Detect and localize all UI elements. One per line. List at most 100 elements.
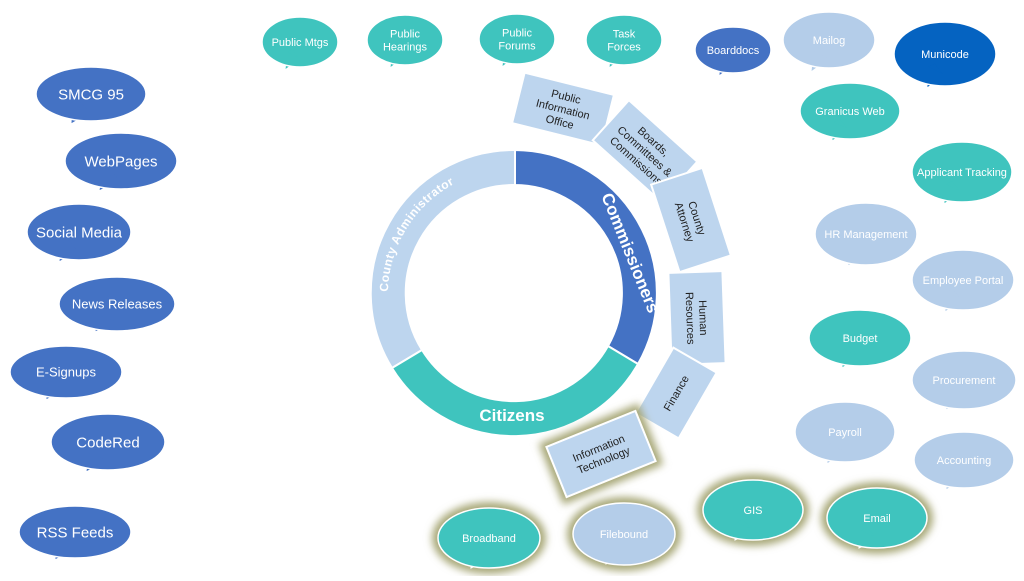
right-bubble-hr-management[interactable]: HR Management <box>814 202 918 267</box>
bubble-tail-seam <box>472 547 487 557</box>
right-bubble-procurement[interactable]: Procurement <box>911 350 1017 411</box>
bubble-tail-seam <box>813 48 827 58</box>
bubble-body <box>64 132 178 190</box>
bubble-label: Public <box>502 27 532 39</box>
bubble-body <box>911 141 1013 203</box>
bubble-body <box>702 479 804 541</box>
bubble-label: Broadband <box>462 533 516 545</box>
inner-ring: County Administrator Commissioners Citiz… <box>369 148 663 438</box>
right-bubble-granicus-web[interactable]: Granicus Web <box>799 82 901 142</box>
right-bubble-budget[interactable]: Budget <box>808 309 912 369</box>
right-bubble-employee-portal[interactable]: Employee Portal <box>911 249 1015 313</box>
bubble-label: Procurement <box>933 375 996 387</box>
right-bubble-applicant-tracking[interactable]: Applicant Tracking <box>911 141 1013 205</box>
bubble-label: Municode <box>921 49 969 61</box>
bubble-tail-seam <box>945 181 960 191</box>
bubble-tail-seam <box>287 49 299 58</box>
bubble-label: Granicus Web <box>815 106 885 118</box>
bubble-label: Budget <box>843 333 878 345</box>
left-bubble-news-releases[interactable]: News Releases <box>58 276 176 333</box>
bottom-bubble-group: Broadband Filebound GIS Email <box>432 474 933 574</box>
bubble-label: SMCG 95 <box>58 86 124 103</box>
bubble-tail-seam <box>928 63 943 74</box>
department-segment-finance[interactable]: Finance <box>633 346 719 440</box>
left-bubble-e-signups[interactable]: E-Signups <box>9 345 123 401</box>
segment-box <box>545 409 657 499</box>
bubble-label: CodeRed <box>76 434 139 451</box>
bubble-body <box>794 401 896 463</box>
top-bubble-mailog[interactable]: Mailog <box>782 11 876 74</box>
bubble-label: HR Management <box>824 229 907 241</box>
bottom-bubble-broadband[interactable]: Broadband <box>432 502 546 574</box>
bottom-bubble-gis[interactable]: GIS <box>697 474 809 546</box>
bubble-tail-seam <box>89 450 106 460</box>
bubble-tail-seam <box>946 289 961 299</box>
ring-segment-citizens[interactable] <box>390 344 640 438</box>
bubble-label: Forums <box>498 40 536 52</box>
bubble-label: Boarddocs <box>707 45 760 57</box>
bubble-label: Hearings <box>383 41 428 53</box>
bubble-tail-seam <box>97 312 115 321</box>
bubble-label: Forces <box>607 41 641 53</box>
segment-box <box>649 166 733 274</box>
left-bubble-rss-feeds[interactable]: RSS Feeds <box>18 505 132 561</box>
bubble-tail-seam <box>611 47 623 56</box>
bubble-tail-seam <box>946 388 962 398</box>
top-bubble-group: Public MtgsPublicHearingsPublicForumsTas… <box>261 11 997 89</box>
bubble-body <box>913 431 1015 489</box>
bubble-body <box>18 505 132 559</box>
bubble-label: News Releases <box>72 297 163 312</box>
bubble-label: Email <box>863 513 891 525</box>
right-bubble-accounting[interactable]: Accounting <box>913 431 1015 491</box>
bubble-body <box>585 14 663 66</box>
left-bubble-social-media[interactable]: Social Media <box>26 203 132 263</box>
bottom-bubble-filebound[interactable]: Filebound <box>567 497 681 571</box>
bubble-body <box>26 203 132 261</box>
bubble-body <box>35 66 147 122</box>
citizens-label: Citizens <box>479 406 544 425</box>
bubble-body <box>58 276 176 332</box>
top-bubble-municode[interactable]: Municode <box>893 21 997 89</box>
right-bubble-payroll[interactable]: Payroll <box>794 401 896 465</box>
bubble-body <box>814 202 918 266</box>
bubble-label: Filebound <box>600 529 648 541</box>
top-bubble-public-mtgs[interactable]: Public Mtgs <box>261 16 339 72</box>
bottom-bubble-email[interactable]: Email <box>821 482 933 554</box>
segment-box <box>510 71 616 147</box>
bubble-label: WebPages <box>84 153 157 170</box>
bubble-tail-seam <box>504 46 516 55</box>
bubble-body <box>572 502 676 566</box>
bubble-tail-seam <box>849 243 864 254</box>
bubble-body <box>694 26 772 74</box>
bubble-body <box>911 249 1015 311</box>
bubble-body <box>50 413 166 471</box>
bubble-tail-seam <box>102 169 119 179</box>
bubble-label: Employee Portal <box>923 275 1004 287</box>
department-ring: PublicInformationOfficeBoards,Committees… <box>510 71 733 505</box>
left-bubble-codered[interactable]: CodeRed <box>50 413 166 473</box>
bubble-label: Public Mtgs <box>272 37 329 49</box>
bubble-label: Mailog <box>813 35 845 47</box>
bubble-body <box>437 507 541 569</box>
bubble-label: Task <box>613 28 636 40</box>
bubble-label: RSS Feeds <box>37 524 114 541</box>
top-bubble-boarddocs[interactable]: Boarddocs <box>694 26 772 78</box>
bubble-tail-seam <box>720 56 732 65</box>
bubble-tail-seam <box>860 527 875 537</box>
bubble-body <box>782 11 876 69</box>
bubble-tail-seam <box>72 102 89 111</box>
left-bubble-smcg-95[interactable]: SMCG 95 <box>35 66 147 125</box>
segment-box <box>633 346 719 440</box>
bubble-tail-seam <box>392 47 404 56</box>
bubble-tail-seam <box>607 543 622 554</box>
left-bubble-webpages[interactable]: WebPages <box>64 132 178 192</box>
bubble-tail-seam <box>833 119 848 129</box>
